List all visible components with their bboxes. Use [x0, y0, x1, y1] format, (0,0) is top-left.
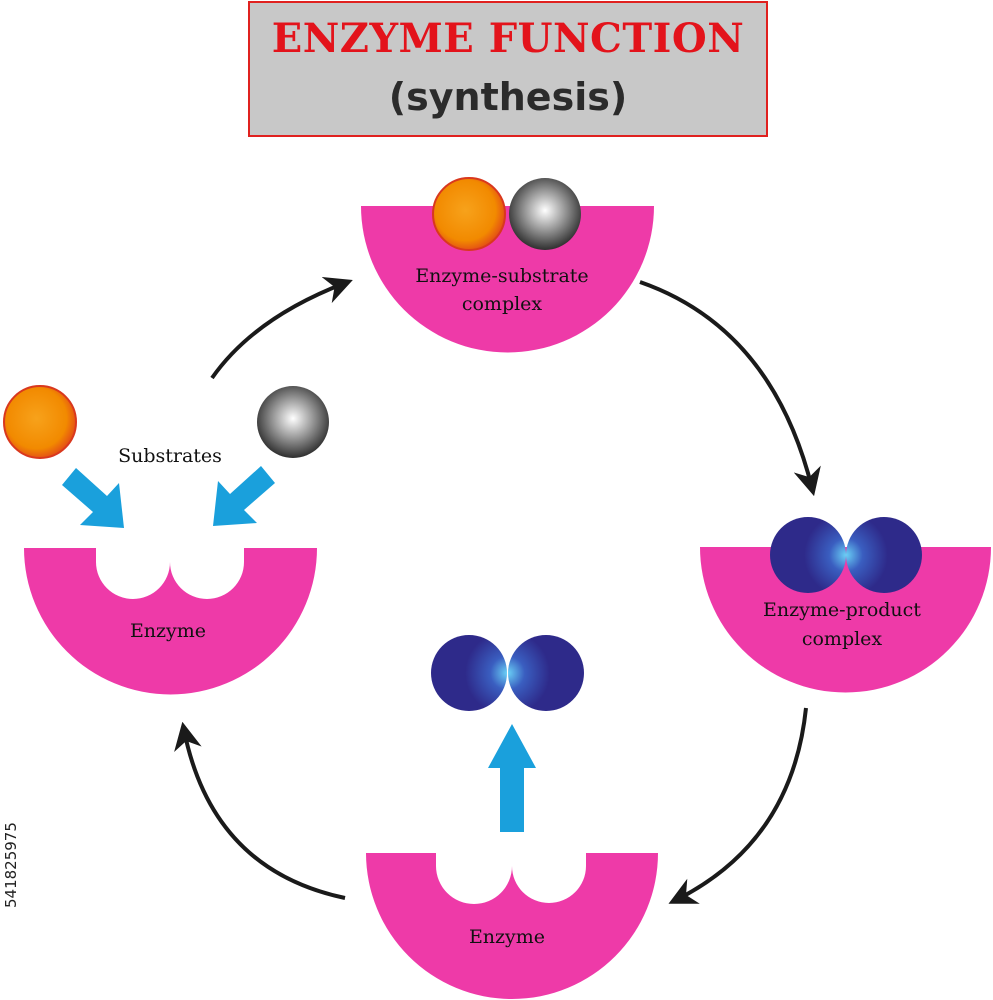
cycle-arrow-bottom-to-left [174, 721, 346, 900]
complex-top-label-2: complex [462, 293, 543, 315]
cycle-arrow-top-to-right [639, 280, 821, 497]
complex-right-label-1: Enzyme-product [763, 599, 921, 621]
blue-arrow-left [62, 468, 124, 528]
enzyme-product-complex-shape [700, 547, 991, 693]
substrate-orange [3, 385, 77, 459]
substrate-orange-in-complex [432, 177, 506, 251]
substrate-grey-in-complex [509, 178, 581, 250]
blue-arrow-right [213, 466, 275, 526]
title-box: ENZYME FUNCTION (synthesis) [248, 1, 768, 137]
title-sub: (synthesis) [388, 75, 628, 119]
cycle-arrow-left-to-top [210, 276, 353, 380]
stock-id-watermark: 541825975 [2, 822, 20, 908]
substrates-label: Substrates [118, 445, 222, 467]
product-left [431, 635, 507, 711]
complex-right-label-2: complex [802, 628, 883, 650]
product-right [508, 635, 584, 711]
title-main: ENZYME FUNCTION [271, 15, 745, 62]
product-left-in-complex [770, 517, 846, 593]
complex-top-label-1: Enzyme-substrate [415, 265, 588, 287]
substrate-grey [257, 386, 329, 458]
blue-arrow-up [488, 724, 536, 832]
cycle-arrow-right-to-bottom [668, 707, 808, 904]
enzyme-left-label: Enzyme [130, 620, 206, 642]
product-right-in-complex [846, 517, 922, 593]
enzyme-bottom-label: Enzyme [469, 926, 545, 948]
enzyme-left-shape [24, 548, 317, 695]
enzyme-bottom-shape [366, 853, 658, 999]
enzyme-substrate-complex-shape [361, 206, 654, 353]
